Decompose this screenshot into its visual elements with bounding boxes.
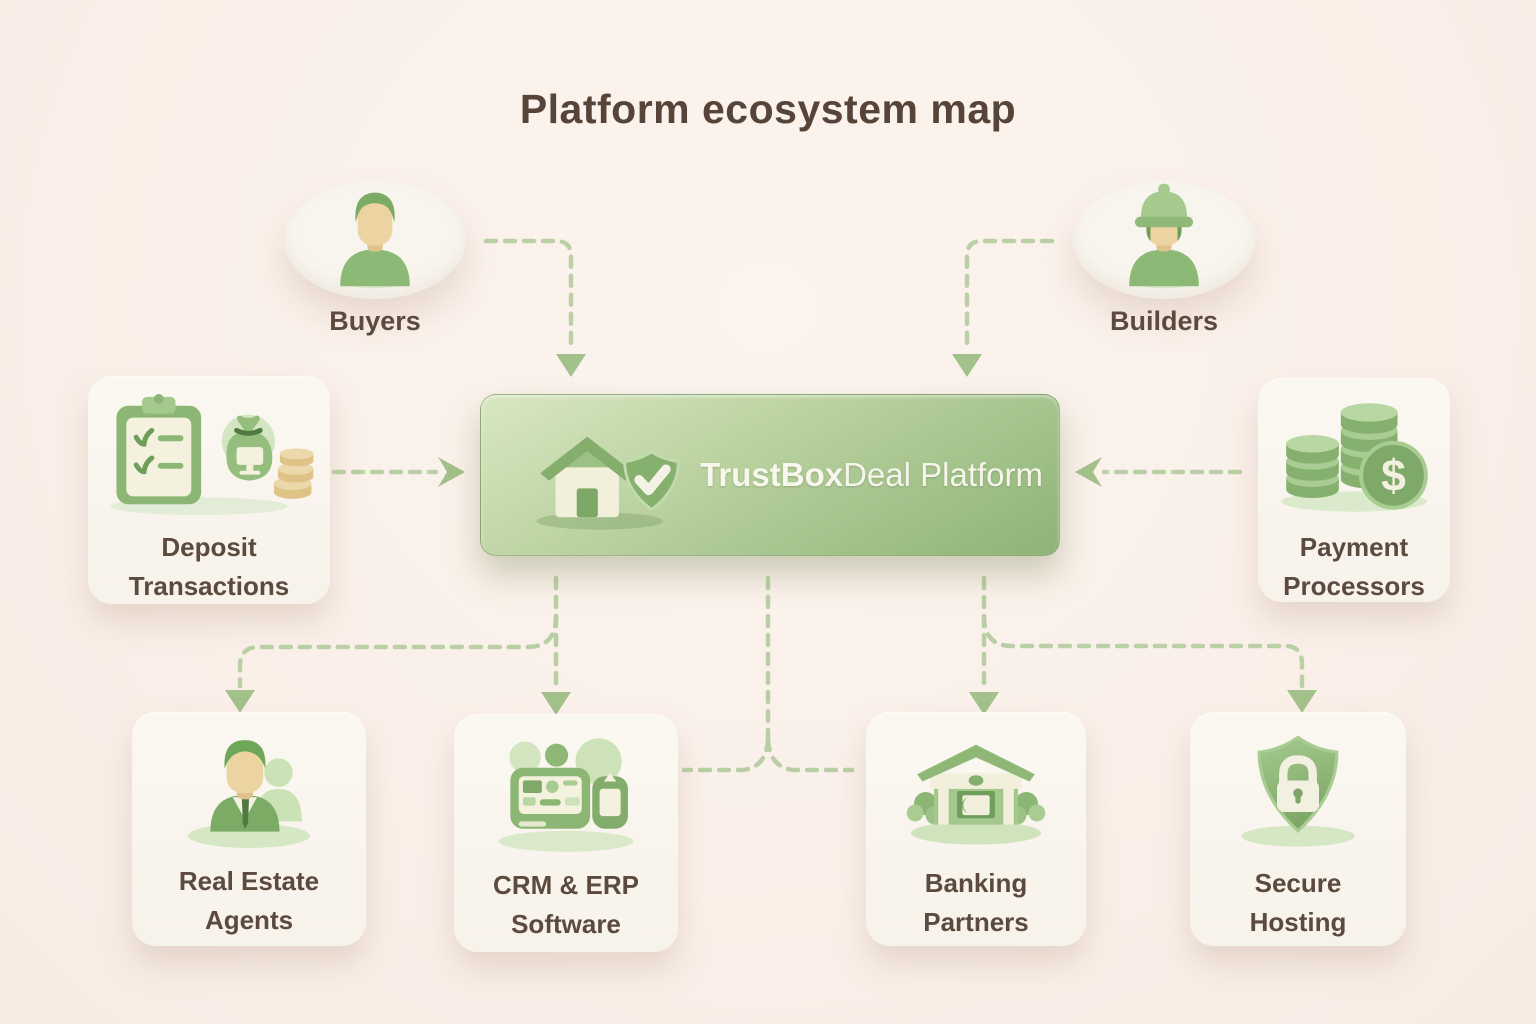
connector-platform-to-crm-banking-link: [681, 575, 855, 773]
page-title: Platform ecosystem map: [519, 86, 1017, 132]
secure-hosting-line1: Secure: [1254, 868, 1342, 898]
banking-partners-line2: Partners: [923, 907, 1029, 937]
arrow-down-banking: [969, 692, 999, 715]
card-banking-partners: Banking Partners: [866, 712, 1086, 946]
real-estate-agents-line2: Agents: [204, 905, 294, 935]
connector-buyers-to-platform: [483, 238, 574, 353]
platform-box: TrustBoxDeal Platform: [480, 394, 1060, 556]
arrow-down-agents: [225, 690, 255, 713]
secure-hosting-icon: [1241, 735, 1355, 847]
buyer-avatar-icon: [340, 192, 410, 289]
crm-erp-software-line2: Software: [511, 909, 621, 939]
connector-platform-to-banking-and-hosting: [981, 575, 1305, 689]
secure-hosting-label: Secure Hosting: [1250, 864, 1347, 942]
deposit-transactions-line1: Deposit: [161, 532, 257, 562]
card-real-estate-agents: Real Estate Agents: [132, 712, 366, 946]
payment-processors-label: Payment Processors: [1283, 528, 1425, 606]
crm-erp-software-label: CRM & ERP Software: [493, 866, 639, 944]
card-crm-erp-software: CRM & ERP Software: [454, 714, 678, 952]
crm-erp-software-icon: [498, 738, 634, 852]
platform-name-bold: TrustBox: [700, 456, 844, 493]
payment-processors-line1: Payment: [1299, 532, 1409, 562]
platform-name: TrustBoxDeal Platform: [700, 456, 1043, 494]
real-estate-agents-label: Real Estate Agents: [179, 862, 319, 940]
crm-erp-software-line1: CRM & ERP: [493, 870, 639, 900]
arrow-right-deposit: [438, 457, 465, 487]
banking-partners-icon: [906, 744, 1046, 845]
banking-partners-line1: Banking: [924, 868, 1028, 898]
arrow-down-builders: [952, 354, 982, 377]
secure-hosting-line2: Hosting: [1249, 907, 1347, 937]
payment-processors-icon: $: [1281, 403, 1428, 512]
deposit-transactions-icon: [110, 393, 314, 516]
connector-builders-to-platform: [964, 238, 1055, 353]
real-estate-agents-icon: [188, 740, 310, 848]
real-estate-agents-line1: Real Estate: [178, 866, 320, 896]
connector-platform-to-agents-and-crm: [237, 575, 559, 689]
platform-name-rest: Deal Platform: [843, 456, 1043, 493]
card-payment-processors: $ Payment Processors: [1258, 378, 1450, 602]
arrow-down-crm: [541, 692, 571, 715]
banking-partners-label: Banking Partners: [923, 864, 1029, 942]
deposit-transactions-label: Deposit Transactions: [129, 528, 289, 606]
card-secure-hosting: Secure Hosting: [1190, 712, 1406, 946]
builder-avatar-icon: [1129, 183, 1199, 289]
payment-processors-line2: Processors: [1283, 571, 1425, 601]
house-shield-icon: [536, 436, 680, 530]
dollar-symbol: $: [1381, 451, 1406, 500]
builders-label: Builders: [1109, 306, 1219, 336]
connector-arrowheads: [225, 354, 1317, 715]
arrow-left-payment: [1075, 457, 1102, 487]
buyers-label: Buyers: [329, 306, 421, 336]
arrow-down-hosting: [1287, 690, 1317, 713]
card-deposit-transactions: Deposit Transactions: [88, 376, 330, 604]
deposit-transactions-line2: Transactions: [128, 571, 290, 601]
arrow-down-buyers: [556, 354, 586, 377]
